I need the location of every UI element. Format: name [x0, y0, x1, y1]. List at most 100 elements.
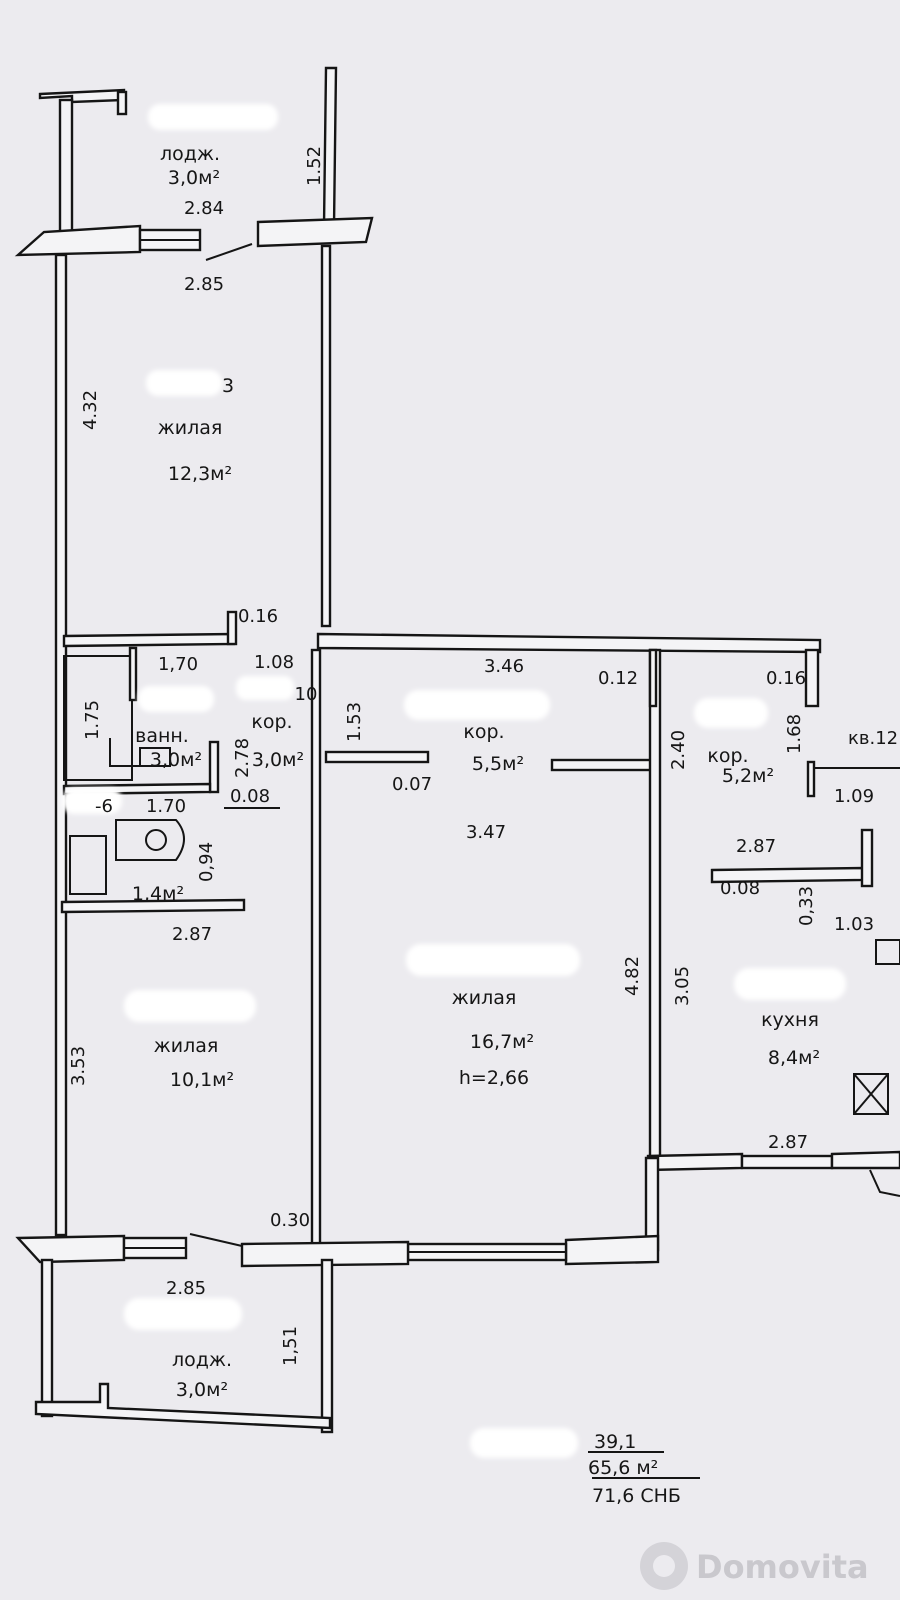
wall-bath-door-jamb [208, 740, 220, 794]
walls [14, 66, 900, 1479]
dim-label: 2.85 [184, 274, 224, 295]
wall-wc-bottom [60, 898, 246, 914]
dim-label: 1.03 [834, 914, 874, 935]
total-living: 39,1 [594, 1431, 636, 1453]
dim-label: 2.85 [166, 1278, 206, 1299]
wall-main-left-stub [324, 750, 430, 764]
redaction [404, 690, 550, 720]
kitchen-name: кухня [761, 1009, 819, 1031]
wc-tank [69, 835, 107, 895]
redaction [138, 686, 214, 712]
kitchen-shaft [875, 939, 900, 965]
room-top-suffix: 3 [222, 375, 234, 397]
room-main-name: жилая [452, 987, 517, 1009]
redaction [694, 698, 768, 728]
loggia-bottom-name: лодж. [172, 1349, 232, 1371]
total-area: 65,6 м² [588, 1457, 658, 1479]
wall-bottom-left [15, 1234, 126, 1264]
dim-label: 1,70 [158, 654, 198, 675]
wall-loggia-top-notch [116, 90, 128, 116]
dim-label: 1.09 [834, 786, 874, 807]
room-top-name: жилая [158, 417, 223, 439]
dim-label: 1.08 [254, 652, 294, 673]
redaction [406, 944, 580, 976]
room-labels: лодж. 3,0м² 3 жилая 12,3м² ванн. 3,0м² 1… [132, 143, 820, 1401]
wall-horiz-right-end [804, 648, 820, 708]
wall-main-top-right [550, 758, 654, 772]
wc-bowl [145, 829, 167, 851]
wall-horiz-mid [316, 632, 822, 654]
loggia-top-name: лодж. [160, 143, 220, 165]
window-kitchen [740, 1154, 834, 1170]
flat-label: кв.12 [848, 728, 898, 749]
dim-label: 4.32 [80, 390, 101, 430]
kitchen-stove-diag2 [853, 1073, 889, 1115]
wall-loggia-top-right [322, 66, 338, 228]
dim-label: 1.52 [304, 146, 325, 186]
wall-kitchen-inner2 [860, 828, 874, 888]
wall-bottom-main-right [564, 1234, 660, 1266]
door-swing-loggia [205, 243, 253, 261]
dim-label: 0,33 [796, 886, 817, 926]
watermark-logo-inner [653, 1555, 675, 1577]
loggia-top-area: 3,0м² [168, 167, 220, 189]
bath-wall-right [128, 646, 138, 702]
dim-label: 2.78 [232, 738, 253, 778]
dim-label: 3.53 [68, 1046, 89, 1086]
watermark: Domovita [640, 1542, 869, 1590]
room-main-area: 16,7м² [470, 1031, 534, 1053]
room-bottom-area: 10,1м² [170, 1069, 234, 1091]
wall-loggia-bottom-left [40, 1258, 54, 1418]
dim-label: 2.87 [172, 924, 212, 945]
kitchen-area: 8,4м² [768, 1047, 820, 1069]
wall-partition-right [648, 648, 662, 1160]
wall-horiz-left [62, 632, 236, 648]
wall-loggia-top-sill-right [256, 216, 374, 248]
dim-label: 4.82 [622, 956, 643, 996]
dim-label: 1,51 [280, 1326, 301, 1366]
dim-label: 1.75 [82, 700, 103, 740]
wall-loggia-top-top [38, 88, 126, 104]
redaction [470, 1428, 578, 1458]
bath-name: ванн. [135, 725, 189, 747]
bath-frame [63, 655, 133, 781]
dim-label: 0.08 [720, 878, 760, 899]
redaction [124, 1298, 242, 1330]
door-swing-bottom [189, 1233, 243, 1247]
corridor-mid-name: кор. [463, 721, 504, 743]
wc-area: 1,4м² [132, 883, 184, 905]
corridor-left-name: кор. [251, 711, 292, 733]
wall-corridor-left [310, 648, 322, 1248]
corridor-right-name: кор. [707, 745, 748, 767]
dim-label: 3.47 [466, 822, 506, 843]
dim-label: 0,94 [196, 842, 217, 882]
dim-label: 0.12 [598, 668, 638, 689]
corridor-left-area: 3,0м² [252, 749, 304, 771]
wall-bottom-main-left [240, 1240, 410, 1268]
dim-label: 0.16 [766, 668, 806, 689]
wall-partition-upper [320, 244, 332, 628]
wall-012-stub [648, 648, 658, 708]
dim-label: 1.68 [784, 714, 805, 754]
wall-kitchen-vent [806, 760, 816, 798]
kitchen-balcony-curve [869, 1169, 900, 1197]
redaction [734, 968, 846, 1000]
loggia-bottom-area: 3,0м² [176, 1379, 228, 1401]
wc-toilet [115, 819, 185, 861]
wall-left-outer [54, 253, 68, 1237]
redaction [236, 676, 294, 700]
redaction [124, 990, 256, 1022]
dim-label: 10 [295, 684, 318, 705]
dim-label: 3.05 [672, 966, 693, 1006]
wall-loggia-bottom-right [320, 1258, 334, 1434]
kitchen-stove [853, 1073, 889, 1115]
total-snb: 71,6 СНБ [592, 1485, 681, 1507]
dim-label: 0.16 [238, 606, 278, 627]
dim-label: 1.70 [146, 796, 186, 817]
corridor-right-area: 5,2м² [722, 765, 774, 787]
redaction [62, 788, 122, 814]
room-bottom-name: жилая [154, 1035, 219, 1057]
dim-label: 2.87 [768, 1132, 808, 1153]
wall-loggia-top-sill-left [14, 224, 142, 257]
bath-fixture [109, 738, 171, 767]
